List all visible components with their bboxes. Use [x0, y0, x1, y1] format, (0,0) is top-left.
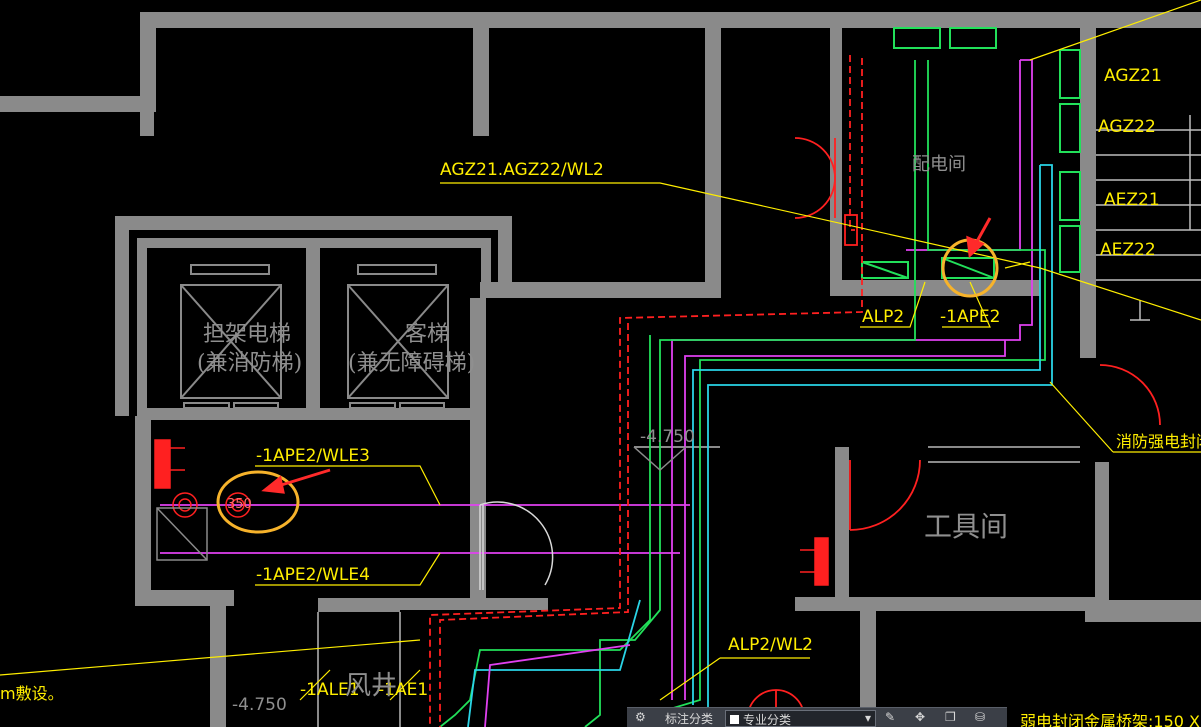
- elevation-marker: [633, 446, 687, 472]
- label-weak-tray: 弱电封闭金属桥架:150 X: [1020, 712, 1200, 727]
- hydrant-box: [156, 507, 208, 561]
- label-elevation-mid: -4.750: [640, 427, 695, 447]
- property-toolbar: ⚙ 标注分类 专业分类 ▾ ✎ ✥ ❐ ⛁: [627, 707, 1007, 727]
- edit-icon[interactable]: ✎: [885, 710, 896, 724]
- label-agz22: AGZ22: [1098, 117, 1156, 137]
- room-elevator-left-line1: 担架电梯: [203, 322, 292, 347]
- label-wle3: -1APE2/WLE3: [256, 446, 370, 466]
- conduits: [160, 59, 1053, 727]
- room-air-shaft: 风井: [345, 671, 398, 701]
- label-fire-closure: 消防强电封闭: [1116, 432, 1201, 451]
- door-white: [479, 501, 554, 590]
- stairs: [1096, 115, 1201, 321]
- layer-select-value: 专业分类: [743, 713, 792, 727]
- label-ae1: -1AE1: [378, 680, 429, 700]
- label-wle4: -1APE2/WLE4: [256, 565, 370, 585]
- label-alp2: ALP2: [862, 307, 905, 327]
- database-icon[interactable]: ⛁: [975, 710, 986, 724]
- elevator-cars: [180, 264, 449, 409]
- label-aez21: AEZ21: [1104, 190, 1160, 210]
- move-icon[interactable]: ✥: [915, 710, 926, 724]
- label-wle-code: 350: [227, 497, 252, 512]
- room-elevator-right-line1: 客梯: [405, 322, 450, 347]
- annotation-scale-label: 标注分类: [665, 712, 714, 726]
- room-power-room: 配电间: [912, 154, 966, 175]
- walls: [0, 12, 1201, 727]
- label-laying-note: m敷设。: [0, 684, 64, 703]
- layer-color-swatch: [730, 715, 739, 724]
- layer-select[interactable]: 专业分类 ▾: [725, 710, 876, 727]
- label-ale1: -1ALE1: [300, 680, 360, 700]
- room-elevator-left-line2: (兼消防梯): [197, 351, 303, 376]
- room-tool-room: 工具间: [924, 510, 1009, 543]
- chevron-down-icon: ▾: [864, 711, 871, 725]
- label-elevation-bottom: -4.750: [232, 695, 287, 715]
- fire-equipment: [154, 439, 829, 586]
- label-agz21: AGZ21: [1104, 66, 1162, 86]
- highlight-circle-wle3: [216, 470, 300, 534]
- fire-conduit: [429, 55, 863, 727]
- panels-green: [861, 27, 1081, 279]
- label-alp2-wl2: ALP2/WL2: [728, 635, 813, 655]
- room-elevator-right-line2: (兼无障碍梯): [348, 351, 476, 376]
- red-arrows: [261, 217, 992, 494]
- copy-icon[interactable]: ❐: [945, 710, 956, 724]
- annotation-scale-icon[interactable]: ⚙: [635, 710, 646, 724]
- label-feeder-top: AGZ21.AGZ22/WL2: [440, 160, 604, 180]
- label-ape2: -1APE2: [940, 307, 1001, 327]
- label-aez22: AEZ22: [1100, 240, 1156, 260]
- leader-lines: [0, 0, 1201, 701]
